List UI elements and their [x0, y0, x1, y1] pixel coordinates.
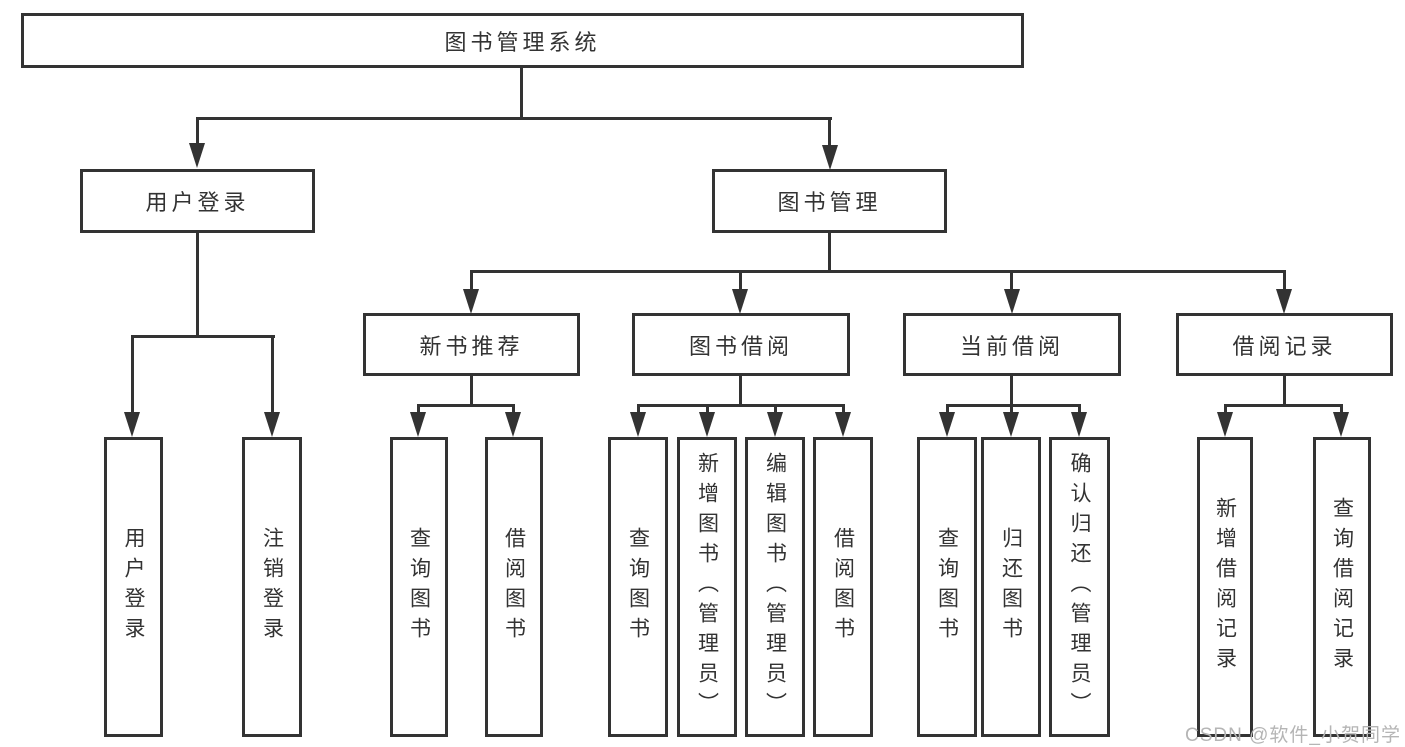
leaf-label: 查询图书 [626, 527, 650, 647]
connector-line [1340, 404, 1343, 414]
node-library-management-system: 图书管理系统 [21, 13, 1024, 68]
node-label: 图书借阅 [688, 333, 793, 359]
leaf-add-borrow-record: 新增借阅记录 [1197, 437, 1253, 737]
connector-line [512, 404, 515, 414]
arrowhead-icon [1071, 412, 1087, 437]
connector-line [828, 233, 831, 272]
arrowhead-icon [1276, 289, 1292, 314]
connector-line [637, 404, 845, 407]
connector-line [739, 376, 742, 405]
node-new-book-recommendation: 新书推荐 [363, 313, 580, 376]
connector-line [1078, 404, 1081, 414]
arrowhead-icon [124, 412, 140, 437]
leaf-borrow-books-newbook: 借阅图书 [485, 437, 543, 737]
leaf-label: 新增借阅记录 [1213, 497, 1237, 677]
leaf-label: 新增图书（管理员） [695, 452, 719, 722]
arrowhead-icon [505, 412, 521, 437]
leaf-edit-books-admin: 编辑图书（管理员） [745, 437, 805, 737]
leaf-label: 注销登录 [260, 527, 284, 647]
connector-line [1010, 404, 1013, 414]
leaf-query-books-current: 查询图书 [917, 437, 977, 737]
connector-line [470, 270, 1285, 273]
leaf-add-books-admin: 新增图书（管理员） [677, 437, 737, 737]
arrowhead-icon [699, 412, 715, 437]
leaf-label: 归还图书 [999, 527, 1023, 647]
arrowhead-icon [630, 412, 646, 437]
node-book-management: 图书管理 [712, 169, 947, 233]
leaf-label: 编辑图书（管理员） [763, 452, 787, 722]
arrowhead-icon [835, 412, 851, 437]
arrowhead-icon [463, 289, 479, 314]
node-label: 新书推荐 [419, 333, 524, 359]
connector-line [417, 404, 515, 407]
leaf-user-login: 用户登录 [104, 437, 163, 737]
connector-line [1283, 270, 1286, 291]
leaf-label: 查询图书 [935, 527, 959, 647]
arrowhead-icon [189, 143, 205, 168]
node-label: 用户登录 [145, 190, 250, 215]
leaf-query-borrow-record: 查询借阅记录 [1313, 437, 1371, 737]
node-label: 图书管理 [777, 190, 882, 215]
connector-line [1224, 404, 1227, 414]
connector-line [1224, 404, 1343, 407]
connector-line [470, 270, 473, 291]
node-borrowing-records: 借阅记录 [1176, 313, 1393, 376]
watermark: CSDN @软件_小贺同学 [1185, 725, 1401, 746]
leaf-query-books-newbook: 查询图书 [390, 437, 448, 737]
connector-line [706, 404, 709, 414]
connector-line [1010, 270, 1013, 291]
connector-line [470, 376, 473, 405]
node-current-borrowing: 当前借阅 [903, 313, 1121, 376]
leaf-label: 确认归还（管理员） [1068, 452, 1091, 722]
arrowhead-icon [1217, 412, 1233, 437]
leaf-borrow-books-borrowing: 借阅图书 [813, 437, 873, 737]
node-label: 借阅记录 [1232, 333, 1337, 359]
leaf-confirm-return-admin: 确认归还（管理员） [1049, 437, 1110, 737]
arrowhead-icon [732, 289, 748, 314]
connector-line [739, 270, 742, 291]
node-user-login: 用户登录 [80, 169, 315, 233]
leaf-query-books-borrowing: 查询图书 [608, 437, 668, 737]
leaf-label: 借阅图书 [831, 527, 855, 647]
node-book-borrowing: 图书借阅 [632, 313, 850, 376]
connector-line [1010, 376, 1013, 405]
leaf-label: 查询图书 [407, 527, 431, 647]
connector-line [131, 335, 275, 338]
connector-line [196, 117, 199, 145]
arrowhead-icon [410, 412, 426, 437]
connector-line [131, 335, 134, 413]
connector-line [196, 117, 832, 120]
connector-line [946, 404, 1081, 407]
arrowhead-icon [1004, 289, 1020, 314]
leaf-label: 查询借阅记录 [1330, 497, 1354, 677]
connector-line [828, 117, 831, 146]
connector-line [774, 404, 777, 414]
leaf-return-books: 归还图书 [981, 437, 1041, 737]
arrowhead-icon [767, 412, 783, 437]
node-label: 当前借阅 [959, 333, 1064, 359]
node-label: 图书管理系统 [444, 29, 601, 55]
connector-line [637, 404, 640, 414]
arrowhead-icon [1003, 412, 1019, 437]
connector-line [417, 404, 420, 414]
leaf-logout: 注销登录 [242, 437, 302, 737]
arrowhead-icon [939, 412, 955, 437]
arrowhead-icon [822, 145, 838, 170]
arrowhead-icon [1333, 412, 1349, 437]
connector-line [842, 404, 845, 414]
connector-line [271, 335, 274, 413]
leaf-label: 用户登录 [122, 527, 145, 647]
arrowhead-icon [264, 412, 280, 437]
connector-line [946, 404, 949, 414]
connector-line [1283, 376, 1286, 405]
leaf-label: 借阅图书 [502, 527, 526, 647]
connector-line [196, 233, 199, 336]
connector-line [520, 68, 523, 118]
